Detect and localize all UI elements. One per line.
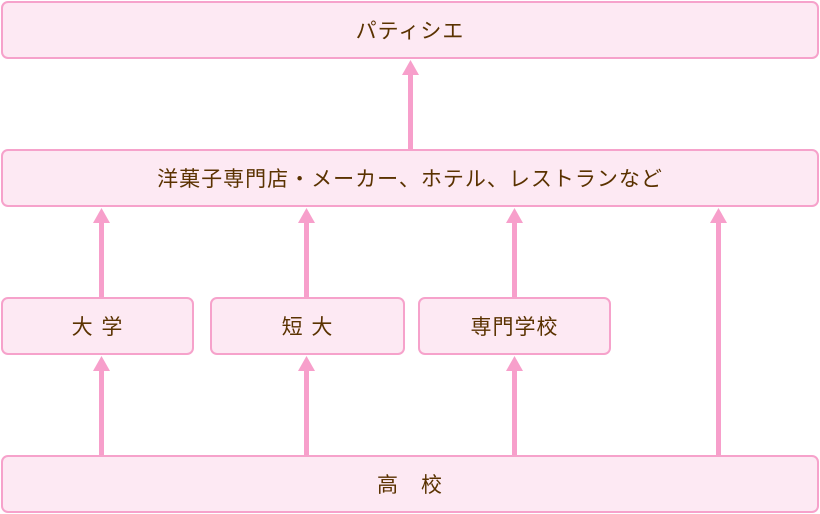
arrow-junior-college-to-employers-head — [298, 208, 315, 223]
node-employers-label: 洋菓子専門店・メーカー、ホテル、レストランなど — [157, 167, 663, 191]
arrow-highschool-to-vocational — [512, 370, 517, 455]
node-high-school: 高 校 — [1, 455, 819, 513]
node-employers: 洋菓子専門店・メーカー、ホテル、レストランなど — [1, 149, 819, 207]
arrow-highschool-to-employers-head — [710, 208, 727, 223]
node-junior-college: 短 大 — [210, 297, 405, 355]
arrow-employers-to-patissier-head — [402, 60, 419, 75]
arrow-highschool-to-university — [99, 370, 104, 455]
arrow-junior-college-to-employers — [304, 222, 309, 297]
arrow-university-to-employers-head — [93, 208, 110, 223]
arrow-university-to-employers — [99, 222, 104, 297]
node-university: 大 学 — [1, 297, 194, 355]
node-vocational-school-label: 専門学校 — [470, 315, 559, 339]
arrow-highschool-to-junior-college — [304, 370, 309, 455]
arrow-vocational-to-employers-head — [506, 208, 523, 223]
arrow-employers-to-patissier — [408, 74, 413, 149]
node-vocational-school: 専門学校 — [418, 297, 611, 355]
arrow-highschool-to-vocational-head — [506, 356, 523, 371]
node-junior-college-label: 短 大 — [281, 315, 334, 339]
arrow-vocational-to-employers — [512, 222, 517, 297]
arrow-highschool-to-employers — [716, 222, 721, 455]
node-high-school-label: 高 校 — [377, 473, 443, 497]
arrow-highschool-to-junior-college-head — [298, 356, 315, 371]
arrow-highschool-to-university-head — [93, 356, 110, 371]
node-patissier: パティシエ — [1, 1, 819, 59]
node-patissier-label: パティシエ — [355, 19, 465, 43]
node-university-label: 大 学 — [71, 315, 124, 339]
